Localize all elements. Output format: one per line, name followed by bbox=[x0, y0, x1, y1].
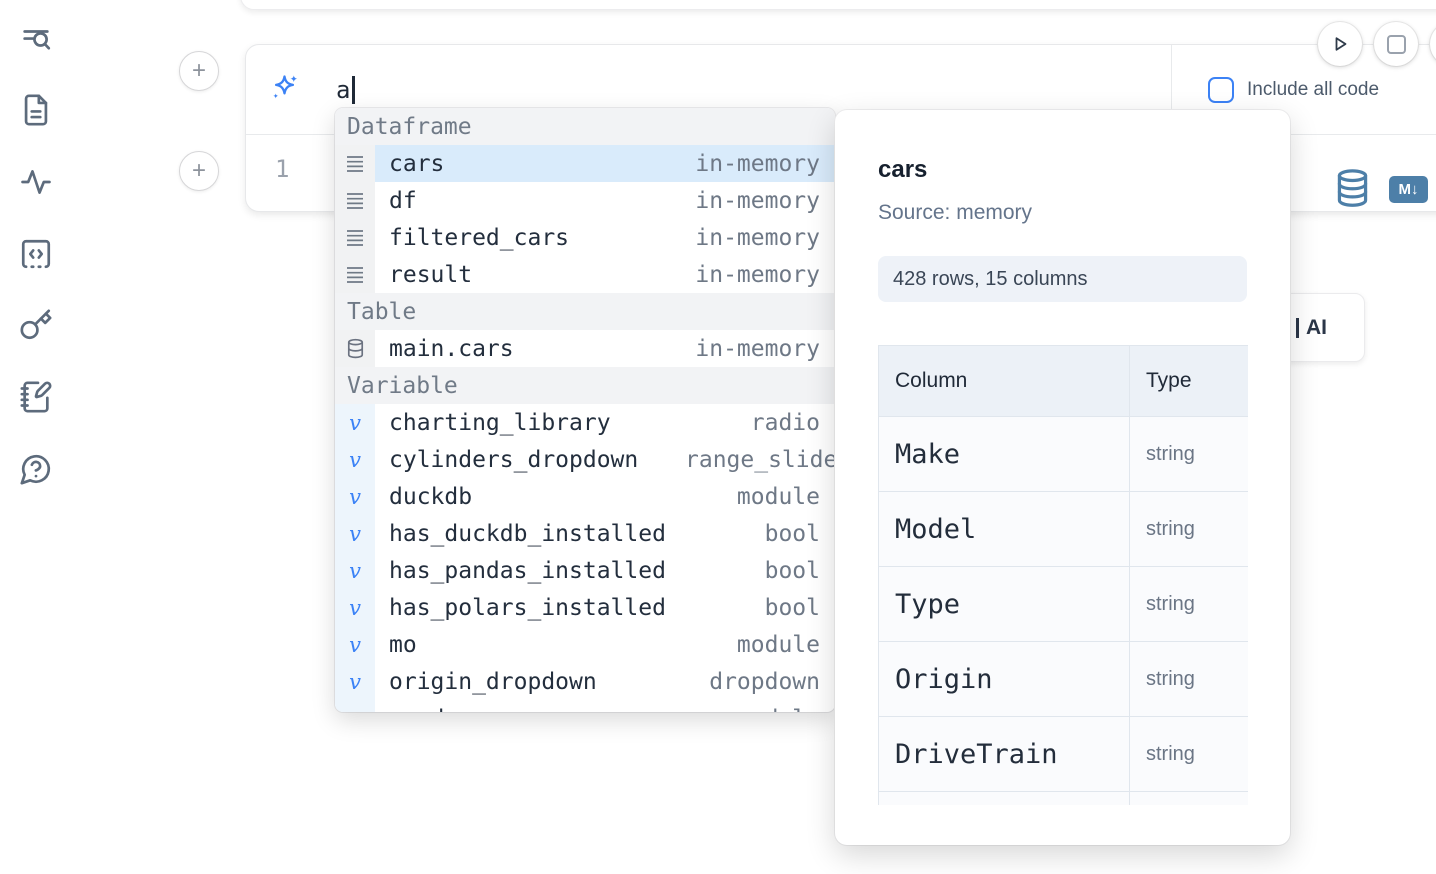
autocomplete-option-partial[interactable]: v pandasmodule bbox=[335, 700, 835, 712]
run-cell-button[interactable] bbox=[1318, 22, 1362, 66]
preview-title: cars bbox=[878, 156, 928, 183]
clipped-letter bbox=[1296, 317, 1299, 338]
variable-icon: v bbox=[349, 707, 361, 713]
document-icon[interactable] bbox=[18, 92, 54, 128]
variable-icon: v bbox=[349, 447, 361, 472]
section-header-dataframe: Dataframe bbox=[335, 108, 835, 145]
stop-cell-button[interactable] bbox=[1374, 22, 1418, 66]
variable-icon: v bbox=[349, 410, 361, 435]
schema-header-row: Column Type bbox=[878, 345, 1248, 417]
play-icon bbox=[1335, 37, 1347, 51]
divider bbox=[1171, 45, 1172, 134]
database-icon[interactable] bbox=[1334, 168, 1371, 208]
helper-sidebar bbox=[0, 0, 72, 874]
add-cell-below-button[interactable]: + bbox=[179, 151, 219, 191]
schema-row-partial bbox=[878, 791, 1248, 805]
markdown-export-icon[interactable]: M↓ bbox=[1389, 176, 1428, 203]
schema-row: Origin string bbox=[878, 641, 1248, 717]
dataframe-icon bbox=[347, 229, 363, 246]
preview-source: Source: memory bbox=[878, 201, 1033, 224]
ai-sparkle-icon bbox=[269, 72, 300, 108]
variable-icon: v bbox=[349, 669, 361, 694]
table-database-icon bbox=[347, 338, 363, 359]
add-cell-above-button[interactable]: + bbox=[179, 51, 219, 91]
code-editor-area[interactable]: 1 M↓ bbox=[246, 135, 1436, 211]
schema-row: Model string bbox=[878, 491, 1248, 567]
shape-badge: 428 rows, 15 columns bbox=[878, 256, 1247, 302]
ai-prompt-row: a Include all code bbox=[246, 45, 1436, 134]
variable-icon: v bbox=[349, 521, 361, 546]
help-chat-icon[interactable] bbox=[18, 451, 54, 487]
type-header: Type bbox=[1129, 345, 1248, 417]
ai-prompt-input[interactable]: a bbox=[246, 45, 1171, 134]
variable-icon: v bbox=[349, 595, 361, 620]
activity-icon[interactable] bbox=[18, 164, 54, 200]
schema-row: DriveTrain string bbox=[878, 716, 1248, 792]
previous-cell-edge bbox=[240, 0, 1436, 10]
schema-row: Make string bbox=[878, 416, 1248, 492]
schema-row: Type string bbox=[878, 566, 1248, 642]
section-header-variable: Variable bbox=[335, 367, 835, 404]
variable-icon: v bbox=[349, 558, 361, 583]
schema-table: Column Type Make string Model string Typ… bbox=[878, 345, 1248, 805]
column-header: Column bbox=[878, 345, 1130, 417]
variable-icon: v bbox=[349, 632, 361, 657]
dataframe-icon bbox=[347, 155, 363, 172]
include-all-code-label: Include all code bbox=[1247, 78, 1380, 100]
dataframe-icon bbox=[347, 192, 363, 209]
dataframe-icon bbox=[347, 266, 363, 283]
prompt-value: a bbox=[336, 75, 351, 104]
extra-run-control-button[interactable] bbox=[1430, 22, 1436, 66]
include-all-code-checkbox[interactable] bbox=[1208, 76, 1234, 103]
stop-icon bbox=[1386, 34, 1406, 54]
variable-icon: v bbox=[349, 484, 361, 509]
line-number: 1 bbox=[275, 155, 290, 183]
dataframe-preview-panel: cars Source: memory 428 rows, 15 columns… bbox=[835, 110, 1290, 845]
code-snippet-icon[interactable] bbox=[18, 236, 54, 272]
section-header-table: Table bbox=[335, 293, 835, 330]
include-all-code-toggle[interactable]: Include all code bbox=[1172, 45, 1436, 134]
key-icon[interactable] bbox=[18, 307, 54, 343]
text-caret bbox=[352, 75, 355, 104]
scratchpad-icon[interactable] bbox=[18, 379, 54, 415]
list-search-icon[interactable] bbox=[18, 22, 54, 58]
